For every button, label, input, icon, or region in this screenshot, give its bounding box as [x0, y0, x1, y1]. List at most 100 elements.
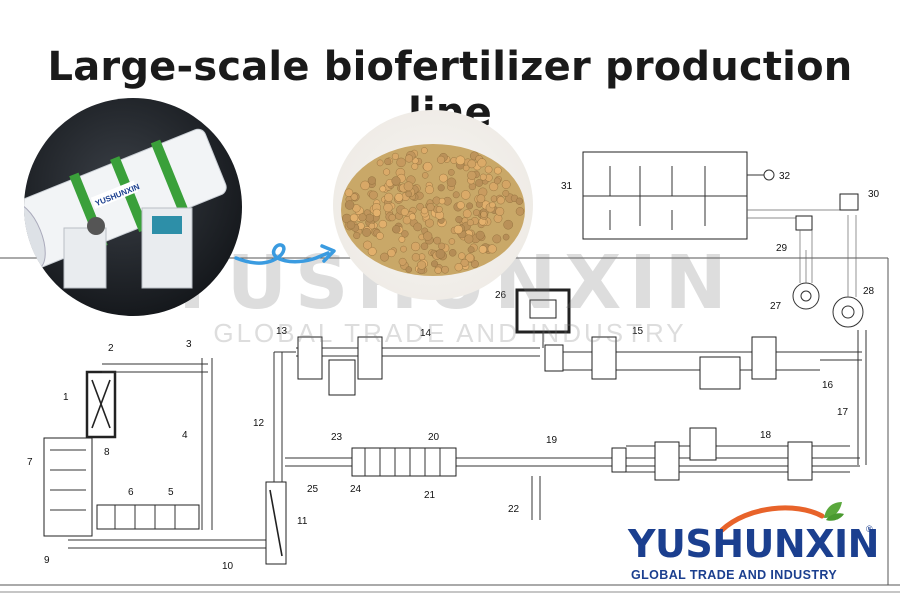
watermark-tagline: GLOBAL TRADE AND INDUSTRY: [213, 318, 687, 348]
callout-29: 29: [776, 243, 788, 254]
cyclone-29: [795, 215, 813, 283]
pellet: [462, 164, 470, 172]
pellet: [346, 220, 356, 230]
pellet: [423, 231, 433, 241]
pellet: [376, 232, 384, 240]
pellet: [433, 236, 441, 245]
callout-2: 2: [108, 343, 114, 354]
pellet: [503, 219, 513, 230]
pellet: [420, 207, 428, 215]
pellet: [495, 207, 505, 216]
callout-11: 11: [297, 516, 308, 527]
callout-12: 12: [253, 418, 265, 429]
callout-31: 31: [561, 181, 573, 192]
callout-25: 25: [307, 484, 319, 495]
logo-swoosh-icon: [719, 502, 844, 533]
pellet: [454, 263, 463, 272]
callout-7: 7: [27, 457, 33, 468]
pellet: [436, 155, 445, 164]
callout-28: 28: [863, 286, 875, 297]
pellet: [379, 185, 387, 193]
furnace-26: [515, 288, 571, 348]
pellet: [439, 173, 448, 183]
callout-6: 6: [128, 487, 134, 498]
pellet: [460, 190, 471, 200]
pellet: [437, 184, 445, 192]
fan-27: [792, 250, 820, 310]
pellet: [489, 182, 499, 192]
callout-24: 24: [350, 484, 362, 495]
pellet: [394, 193, 404, 202]
callout-21: 21: [424, 490, 436, 501]
callout-4: 4: [182, 430, 188, 441]
pellet: [466, 202, 474, 210]
pellet: [344, 200, 355, 210]
pellet: [421, 147, 428, 154]
pellet: [455, 215, 463, 223]
pellet: [383, 202, 393, 213]
callout-18: 18: [760, 430, 772, 441]
flow-arrow-icon: [234, 243, 336, 265]
page-title: Large-scale biofertilizer production lin…: [47, 44, 853, 136]
pellet: [392, 225, 401, 234]
pellet: [434, 266, 442, 274]
callout-3: 3: [186, 339, 192, 350]
pellet: [425, 218, 434, 228]
pellet: [448, 238, 456, 245]
brand-logo: YUSHUNXIN ® GLOBAL TRADE AND INDUSTRY: [628, 500, 879, 585]
pellet: [501, 180, 511, 189]
callout-22: 22: [508, 504, 520, 515]
callout-10: 10: [222, 561, 234, 572]
callout-16: 16: [822, 380, 834, 391]
pellet: [441, 265, 449, 274]
pellet: [435, 206, 443, 213]
pellet: [398, 257, 407, 266]
pellet: [446, 177, 457, 188]
pellet: [478, 245, 488, 254]
logo-registered: ®: [866, 524, 873, 534]
pellet: [475, 179, 483, 187]
pellet: [350, 213, 359, 222]
pellet: [376, 159, 384, 167]
pellet: [487, 244, 497, 254]
pellet: [358, 213, 367, 222]
callout-9: 9: [44, 555, 50, 566]
pellet: [502, 233, 510, 241]
pellet: [420, 242, 429, 251]
callout-13: 13: [276, 326, 288, 337]
pellet: [391, 152, 399, 160]
pellet: [426, 203, 435, 212]
callout-5: 5: [168, 487, 174, 498]
pellet: [368, 222, 376, 230]
fertilizer-pellets-photo: [333, 110, 533, 300]
pellet: [425, 185, 434, 195]
callout-1: 1: [63, 392, 69, 403]
left-loop: [43, 351, 296, 565]
pellet: [378, 219, 387, 229]
pellet: [475, 230, 485, 240]
pellet: [402, 216, 412, 225]
logo-tagline: GLOBAL TRADE AND INDUSTRY: [631, 568, 838, 582]
pellet: [363, 240, 372, 250]
logo-wordmark: YUSHUNXIN: [628, 522, 879, 566]
pellet: [484, 165, 493, 174]
callout-19: 19: [546, 435, 558, 446]
pellet: [515, 197, 524, 205]
lower-line: [285, 427, 860, 520]
pellet: [456, 201, 465, 210]
pellet: [453, 224, 463, 234]
pellet: [413, 222, 422, 232]
pellet: [494, 166, 502, 175]
cyclone-30: [839, 193, 859, 211]
pellet: [405, 266, 413, 273]
pellet: [383, 168, 391, 176]
pellet: [411, 163, 419, 170]
pellet: [492, 234, 502, 244]
callout-32: 32: [779, 171, 791, 182]
pellet: [470, 260, 479, 268]
pellet: [472, 209, 480, 217]
pellet: [496, 196, 505, 205]
pellet: [467, 170, 477, 180]
pellet: [438, 242, 446, 250]
pellet: [422, 162, 433, 172]
